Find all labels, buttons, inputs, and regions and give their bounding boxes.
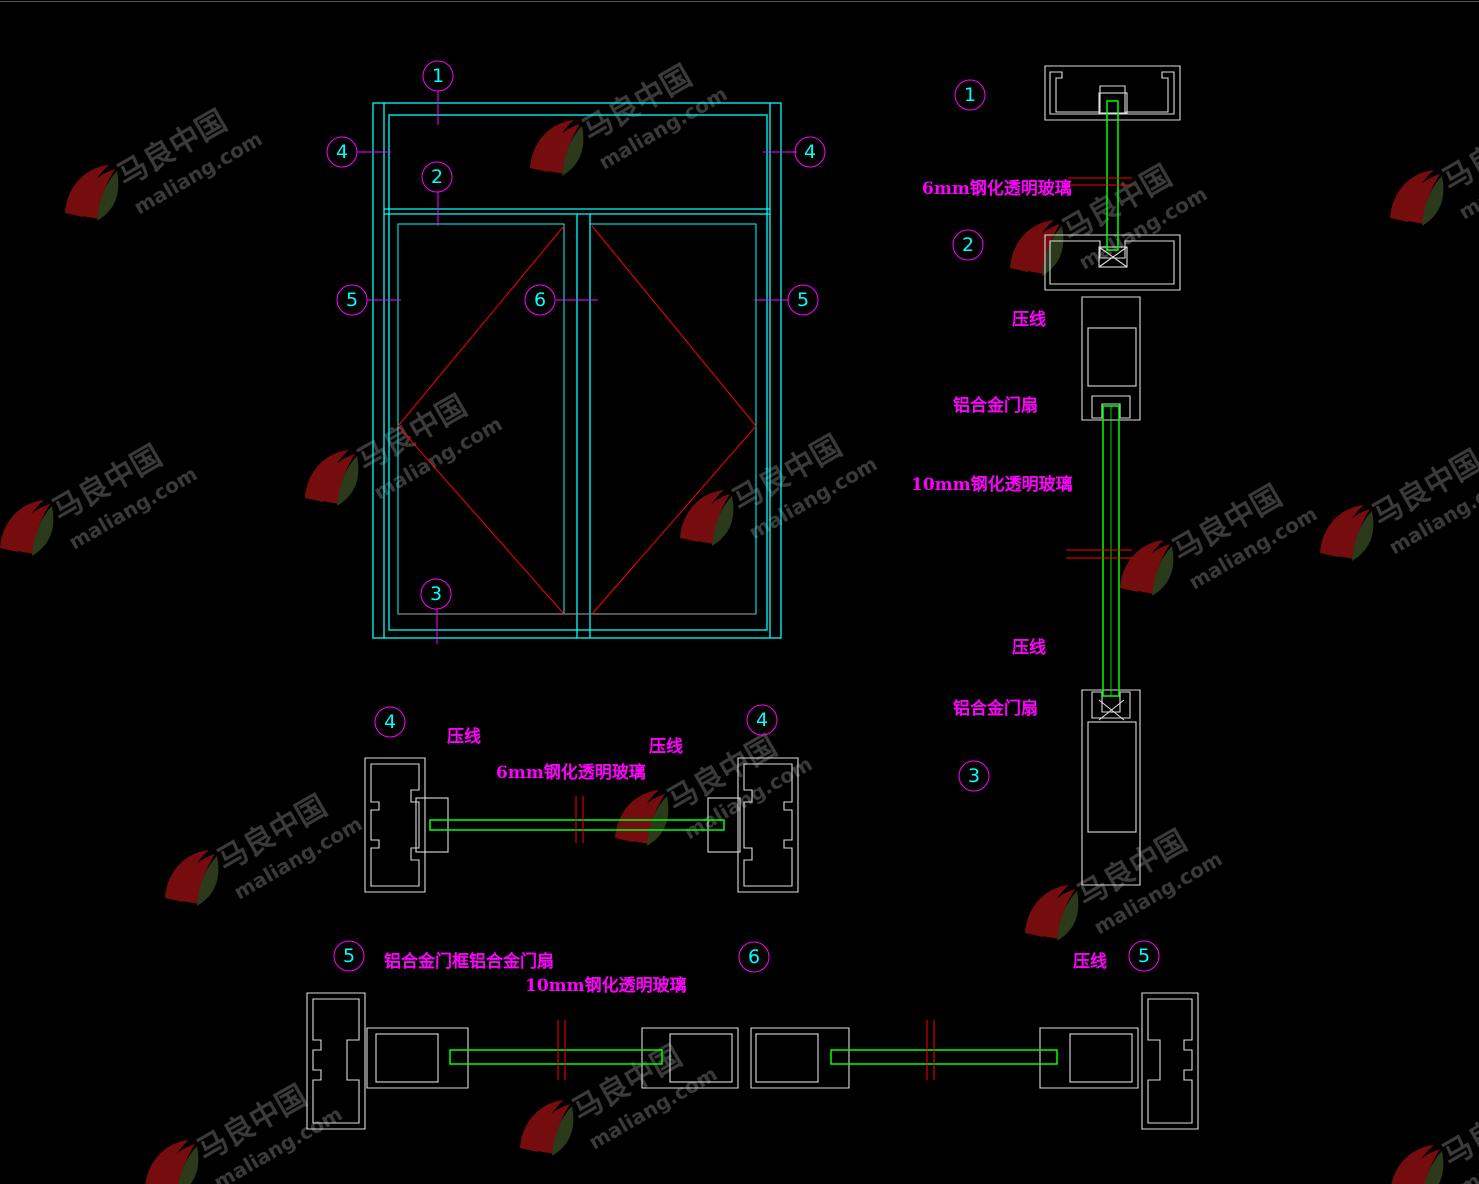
vertical-section — [1044, 65, 1181, 886]
section-4-4 — [364, 757, 799, 893]
break-marks — [1066, 177, 1132, 559]
tag-bubble: 4 — [794, 136, 826, 168]
tag-text: 5 — [1138, 945, 1150, 967]
tag-bubble: 1 — [954, 79, 986, 111]
tag-bubble: 2 — [421, 161, 453, 193]
tag-bubble: 1 — [422, 60, 454, 92]
tag-text: 5 — [346, 289, 358, 311]
glass-label: 6mm钢化透明玻璃 — [922, 178, 1072, 199]
tag-text: 1 — [964, 84, 976, 106]
tag-text: 4 — [804, 141, 816, 163]
tag-bubble: 3 — [420, 578, 452, 610]
tag-bubble: 5 — [333, 940, 365, 972]
bead-label: 压线 — [1073, 951, 1107, 972]
tag-text: 4 — [756, 709, 768, 731]
glass-4-4 — [429, 819, 725, 831]
bead-label: 压线 — [1012, 309, 1046, 330]
opening-direction-lines — [397, 225, 757, 615]
glass-label: 6mm钢化透明玻璃 — [496, 762, 646, 783]
glass-label: 10mm钢化透明玻璃 — [911, 474, 1073, 495]
bead-label: 压线 — [649, 736, 683, 757]
tag-text: 4 — [336, 141, 348, 163]
break-marks — [557, 1020, 935, 1080]
tag-text: 6 — [748, 946, 760, 968]
tag-text: 2 — [962, 234, 974, 256]
tag-text: 1 — [432, 65, 444, 87]
tag-bubble: 5 — [787, 284, 819, 316]
tag-text: 5 — [797, 289, 809, 311]
tag-text: 4 — [384, 711, 396, 733]
tag-bubble: 4 — [746, 704, 778, 736]
break-marks — [575, 796, 584, 843]
tag-bubble: 4 — [326, 136, 358, 168]
glass-5-6-5 — [449, 1049, 1058, 1065]
tag-bubble: 6 — [738, 941, 770, 973]
tag-bubble: 5 — [336, 284, 368, 316]
bead-label: 压线 — [1012, 637, 1046, 658]
section-5-6-5 — [306, 992, 1199, 1130]
sash-label: 铝合金门扇 — [953, 395, 1038, 416]
vertical-glass — [1102, 100, 1120, 697]
tag-text: 3 — [430, 583, 442, 605]
door-elevation — [372, 102, 782, 639]
tag-text: 2 — [431, 166, 443, 188]
glass-label: 10mm钢化透明玻璃 — [525, 975, 687, 996]
tag-bubble: 3 — [958, 760, 990, 792]
tag-bubble: 5 — [1128, 940, 1160, 972]
tag-bubble: 4 — [374, 706, 406, 738]
frame-sash-label: 铝合金门框铝合金门扇 — [384, 951, 554, 972]
tag-text: 5 — [343, 945, 355, 967]
tag-bubble: 6 — [524, 284, 556, 316]
tag-text: 6 — [534, 289, 546, 311]
tag-text: 3 — [968, 765, 980, 787]
leader-lines — [357, 91, 797, 644]
sash-label: 铝合金门扇 — [953, 698, 1038, 719]
bead-label: 压线 — [447, 726, 481, 747]
tag-bubble: 2 — [952, 229, 984, 261]
